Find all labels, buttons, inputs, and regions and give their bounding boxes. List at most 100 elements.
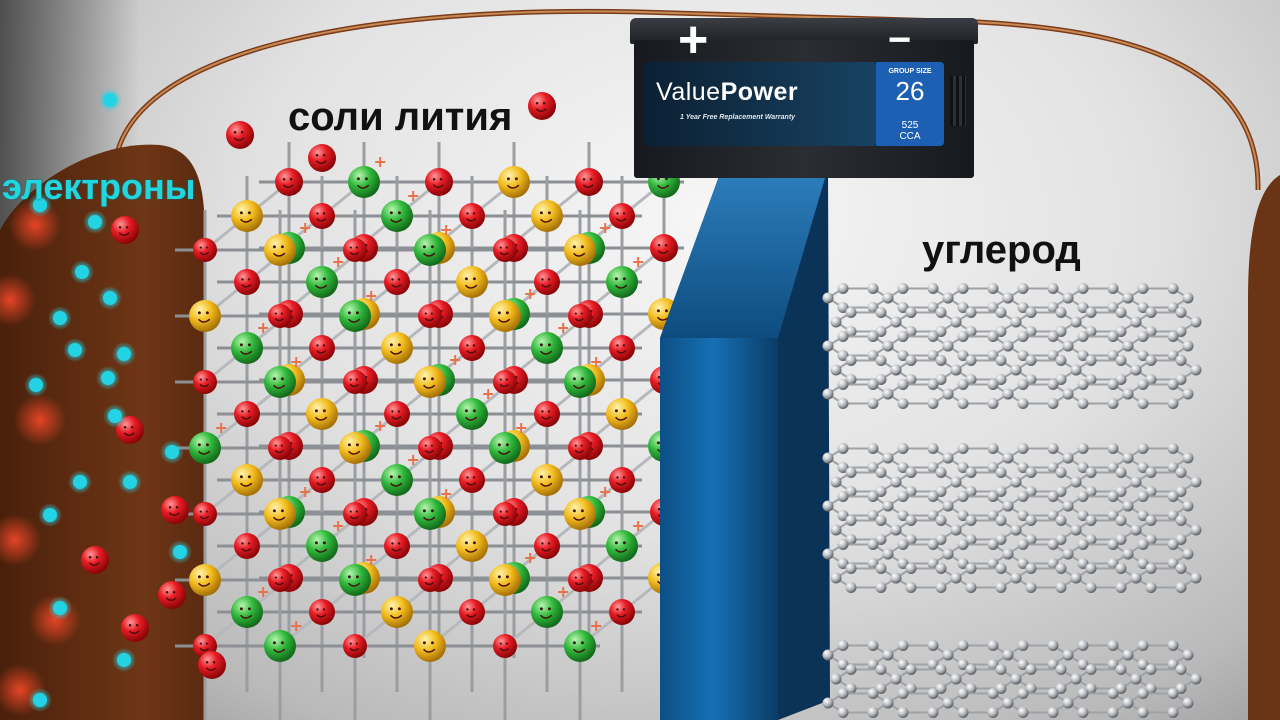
atom-eye [205, 378, 208, 381]
atom-sphere [268, 304, 292, 328]
anode-glow [0, 514, 41, 566]
carbon-atom [1055, 562, 1067, 574]
carbon-bond-ring [1074, 471, 1138, 493]
atom-sphere [234, 269, 260, 295]
carbon-atom [837, 538, 849, 550]
green-atom [414, 489, 452, 530]
atom-eye [616, 608, 619, 611]
carbon-atom [1025, 306, 1037, 318]
carbon-atom [1115, 486, 1127, 498]
carbon-atom [1062, 500, 1074, 512]
atom-eye [322, 409, 326, 413]
atom-smile [349, 383, 360, 388]
plus-charge-icon [591, 621, 602, 631]
carbon-atom [935, 562, 947, 574]
atom-eye [272, 509, 276, 513]
carbon-atom [1002, 388, 1014, 400]
carbon-atom [1167, 639, 1179, 651]
carbon-atom [1062, 697, 1074, 709]
atom-eye [355, 443, 359, 447]
carbon-atom [957, 330, 969, 342]
red-atom [384, 269, 410, 295]
carbon-atom [897, 707, 909, 719]
carbon-atom [890, 476, 902, 488]
atom-eye [289, 177, 293, 181]
atom-eye [430, 641, 434, 645]
atom-eye [197, 575, 201, 579]
atom-eye [347, 443, 351, 447]
carbon-atom [1017, 510, 1029, 522]
plus-charge-icon [258, 587, 269, 597]
carbon-atom [1137, 490, 1149, 502]
atom-eye [622, 277, 626, 281]
carbon-atom [1085, 354, 1097, 366]
red-atom [275, 168, 303, 196]
atom-sphere [158, 581, 186, 609]
electron [29, 378, 43, 392]
atom-eye [316, 344, 319, 347]
carbon-atom [867, 490, 879, 502]
carbon-atom [1077, 707, 1089, 719]
atom-sphere [564, 234, 596, 266]
carbon-atom [1085, 374, 1097, 386]
atom-smile [574, 581, 585, 586]
yellow-atom [189, 300, 221, 332]
carbon-atom [1130, 524, 1142, 536]
carbon-bond-ring [1126, 335, 1190, 357]
atom-eye [580, 245, 584, 249]
atom-smile [198, 450, 211, 455]
atom-eye [547, 410, 551, 413]
carbon-bond-ring [886, 447, 950, 469]
atom-eye [541, 410, 544, 413]
carbon-atom [905, 326, 917, 338]
plus-charge-icon [525, 289, 536, 299]
carbon-atom [822, 697, 834, 709]
atom-eye [347, 575, 351, 579]
carbon-atom [845, 514, 857, 526]
carbon-bond-ring [946, 543, 1010, 565]
atom-eye [499, 378, 502, 381]
atom-eye [580, 312, 583, 315]
atom-sphere [606, 398, 638, 430]
carbon-atom [1175, 534, 1187, 546]
carbon-atom [1182, 340, 1194, 352]
carbon-bond-ring [1134, 471, 1198, 493]
carbon-atom [830, 673, 842, 685]
carbon-atom [995, 486, 1007, 498]
carbon-bond-ring [1014, 519, 1078, 541]
carbon-atom [867, 442, 879, 454]
atom-sphere [456, 266, 488, 298]
atom-eye [322, 476, 326, 479]
carbon-atom [897, 659, 909, 671]
carbon-atom [845, 306, 857, 318]
carbon-atom [987, 350, 999, 362]
green-atom [489, 423, 527, 464]
carbon-atom [1002, 452, 1014, 464]
atom-smile [240, 350, 253, 355]
atom-smile [615, 416, 628, 421]
atom-eye [247, 475, 251, 479]
atom-sphere [414, 498, 446, 530]
atom-sphere [193, 238, 217, 262]
carbon-atom [1107, 442, 1119, 454]
green-atom [564, 621, 602, 662]
atom-smile [541, 284, 552, 288]
red-atom [418, 568, 442, 592]
carbon-atom [822, 292, 834, 304]
red-atom [198, 651, 226, 679]
carbon-atom [1055, 683, 1067, 695]
carbon-bond-ring [1134, 668, 1198, 690]
carbon-atom [1017, 558, 1029, 570]
atom-eye [466, 344, 469, 347]
atom-smile [348, 582, 361, 587]
red-atom [493, 634, 517, 658]
carbon-atom [1122, 292, 1134, 304]
atom-eye [430, 444, 433, 447]
green-atom [339, 291, 377, 332]
atom-eye [199, 246, 202, 249]
label-carbon: углерод [922, 228, 1081, 272]
carbon-atom [935, 514, 947, 526]
carbon-atom [957, 687, 969, 699]
carbon-atom [845, 663, 857, 675]
carbon-atom [1167, 510, 1179, 522]
